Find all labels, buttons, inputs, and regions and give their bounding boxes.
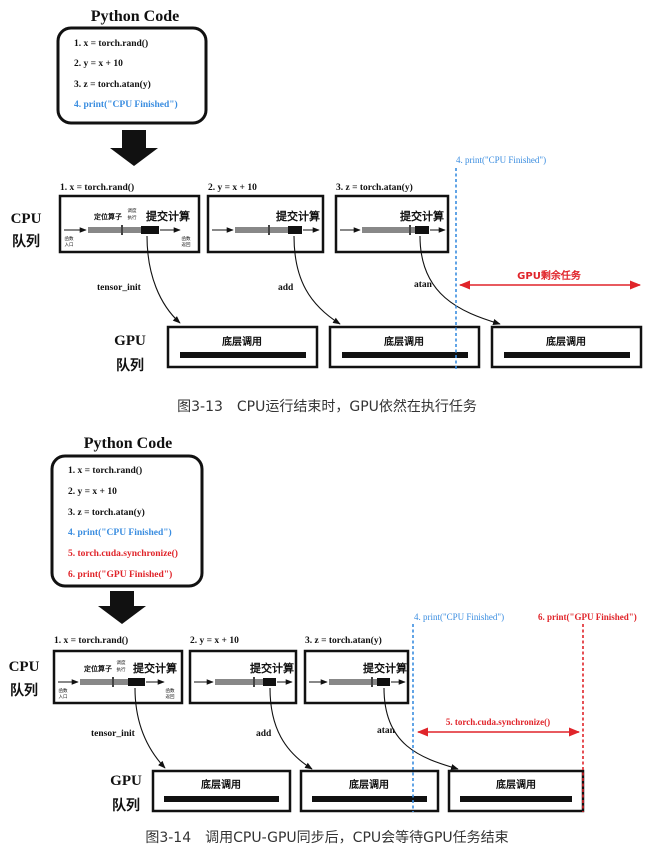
- locate-bar: [88, 227, 141, 233]
- code-title: Python Code: [91, 8, 179, 25]
- kernel-arrow-1: [146, 235, 181, 324]
- svg-text:执行: 执行: [128, 214, 137, 221]
- svg-text:提交计算: 提交计算: [400, 209, 444, 223]
- svg-text:底层调用: 底层调用: [496, 778, 536, 791]
- cpu-op-box-3: 提交计算: [334, 194, 450, 254]
- code-box: [50, 454, 204, 588]
- gpu-box-3: 底层调用: [490, 325, 643, 369]
- svg-text:提交计算: 提交计算: [276, 209, 320, 223]
- cpu-op-1-title: 1. x = torch.rand(): [60, 182, 134, 193]
- synchronize-label: 5. torch.cuda.synchronize(): [446, 717, 550, 727]
- gpu-remaining-label: GPU剩余任务: [517, 269, 582, 282]
- gpu-queue-label: 队列: [116, 357, 144, 374]
- cpu-op-box-2: 提交计算: [206, 194, 325, 254]
- svg-text:函数: 函数: [182, 235, 191, 242]
- svg-text:提交计算: 提交计算: [250, 661, 294, 675]
- cpu-finished-label: 4. print("CPU Finished"): [414, 612, 504, 622]
- kernel-label-1: tensor_init: [91, 729, 136, 739]
- cpu-op-1-title: 1. x = torch.rand(): [54, 635, 128, 646]
- code-line-2: 2. y = x + 10: [68, 487, 117, 497]
- svg-text:底层调用: 底层调用: [201, 778, 241, 791]
- svg-text:底层调用: 底层调用: [546, 335, 586, 348]
- code-line-1: 1. x = torch.rand(): [68, 465, 142, 476]
- svg-text:入口: 入口: [59, 694, 68, 700]
- kernel-arrow-1: [134, 687, 166, 769]
- svg-text:函数: 函数: [166, 687, 175, 694]
- cpu-queue-label: 队列: [12, 233, 40, 250]
- kernel-label-1: tensor_init: [97, 283, 142, 293]
- cpu-op-box-1: 定位算子 调度 执行 提交计算 函数 入口 函数 返回: [52, 649, 184, 705]
- svg-text:底层调用: 底层调用: [222, 335, 262, 348]
- svg-text:提交计算: 提交计算: [146, 209, 190, 223]
- down-arrow-icon: [110, 130, 158, 166]
- down-arrow-icon: [98, 591, 146, 624]
- code-line-4-blue: 4. print("CPU Finished"): [74, 99, 178, 110]
- svg-text:调度: 调度: [117, 659, 126, 666]
- figure-3-14: Python Code 1. x = torch.rand() 2. y = x…: [9, 435, 637, 846]
- gpu-box-1: 底层调用: [151, 769, 292, 813]
- gpu-finished-label: 6. print("GPU Finished"): [538, 612, 637, 622]
- cpu-op-box-2: 提交计算: [188, 649, 298, 705]
- svg-text:底层调用: 底层调用: [384, 335, 424, 348]
- cpu-label: CPU: [9, 659, 40, 675]
- kernel-label-3: atan: [414, 280, 433, 290]
- gpu-label: GPU: [114, 333, 146, 349]
- kernel-arrow-2: [293, 235, 341, 325]
- svg-text:入口: 入口: [65, 242, 74, 248]
- svg-text:函数: 函数: [65, 235, 74, 242]
- cpu-op-3-title: 3. z = torch.atan(y): [336, 182, 413, 193]
- code-box: [56, 26, 208, 125]
- code-title: Python Code: [84, 435, 172, 452]
- code-line-3: 3. z = torch.atan(y): [74, 79, 151, 90]
- cpu-finished-label: 4. print("CPU Finished"): [456, 155, 546, 165]
- kernel-label-2: add: [256, 729, 272, 739]
- kernel-arrow-2: [269, 687, 313, 770]
- caption-3-14: 图3-14 调用CPU-GPU同步后，CPU会等待GPU任务结束: [145, 829, 508, 846]
- cpu-op-2-title: 2. y = x + 10: [190, 636, 239, 646]
- code-line-6-red: 6. print("GPU Finished"): [68, 569, 172, 580]
- gpu-label: GPU: [110, 773, 142, 789]
- gpu-box-2: 底层调用: [328, 325, 481, 369]
- svg-text:返回: 返回: [182, 241, 191, 248]
- svg-text:调度: 调度: [128, 207, 137, 214]
- svg-text:返回: 返回: [166, 693, 175, 700]
- cpu-op-2-title: 2. y = x + 10: [208, 183, 257, 193]
- cpu-op-3-title: 3. z = torch.atan(y): [305, 635, 382, 646]
- kernel-label-3: atan: [377, 726, 396, 736]
- gpu-box-1: 底层调用: [166, 325, 319, 369]
- cpu-label: CPU: [11, 211, 42, 227]
- submit-bar: [141, 226, 159, 234]
- code-line-5-red: 5. torch.cuda.synchronize(): [68, 548, 178, 559]
- cpu-op-box-1: 定位算子 调度 执行 提交计算 函数 入口 函数 返回: [58, 194, 201, 254]
- code-line-4-blue: 4. print("CPU Finished"): [68, 527, 172, 538]
- code-line-2: 2. y = x + 10: [74, 59, 123, 69]
- gpu-box-3: 底层调用: [447, 769, 585, 813]
- svg-text:提交计算: 提交计算: [363, 661, 407, 675]
- gpu-queue-label: 队列: [112, 797, 140, 814]
- kernel-arrow-3: [383, 687, 459, 771]
- cpu-op-box-3: 提交计算: [303, 649, 410, 705]
- code-line-3: 3. z = torch.atan(y): [68, 507, 145, 518]
- code-line-1: 1. x = torch.rand(): [74, 38, 148, 49]
- gpu-box-2: 底层调用: [299, 769, 440, 813]
- svg-text:定位算子: 定位算子: [94, 212, 122, 221]
- svg-text:执行: 执行: [117, 666, 126, 673]
- caption-3-13: 图3-13 CPU运行结束时，GPU依然在执行任务: [177, 398, 477, 415]
- svg-text:函数: 函数: [59, 687, 68, 694]
- svg-text:底层调用: 底层调用: [349, 778, 389, 791]
- cpu-queue-label: 队列: [10, 682, 38, 699]
- kernel-arrow-3: [419, 235, 501, 325]
- figure-3-13: Python Code 1. x = torch.rand() 2. y = x…: [11, 8, 643, 415]
- svg-text:提交计算: 提交计算: [133, 661, 177, 675]
- svg-text:定位算子: 定位算子: [84, 664, 112, 673]
- kernel-label-2: add: [278, 283, 294, 293]
